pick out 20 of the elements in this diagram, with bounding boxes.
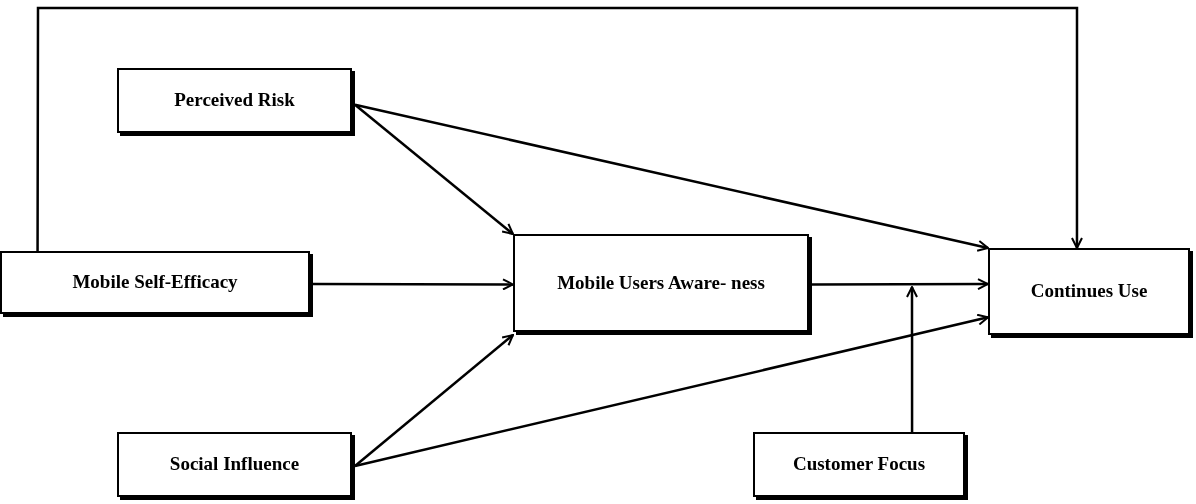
arrow (354, 313, 989, 468)
process-box (513, 234, 809, 332)
box-label: Continues Use (1030, 279, 1148, 304)
process-box (753, 432, 965, 497)
process-box (0, 251, 310, 314)
arrow (354, 334, 514, 467)
arrow (812, 278, 989, 291)
process-box (117, 432, 352, 497)
process-box (988, 248, 1190, 335)
box-label: Social Influence (169, 452, 300, 477)
arrow (36, 6, 1083, 251)
process-box (117, 68, 352, 133)
arrow (906, 286, 918, 432)
box-label: Perceived Risk (174, 88, 295, 113)
box-label: Customer Focus (792, 452, 926, 477)
box-label: Mobile Users Aware- ness (557, 270, 765, 295)
arrow (354, 103, 989, 252)
arrow (354, 103, 514, 235)
arrow (313, 278, 514, 291)
box-label: Mobile Self-Efficacy (72, 270, 238, 295)
